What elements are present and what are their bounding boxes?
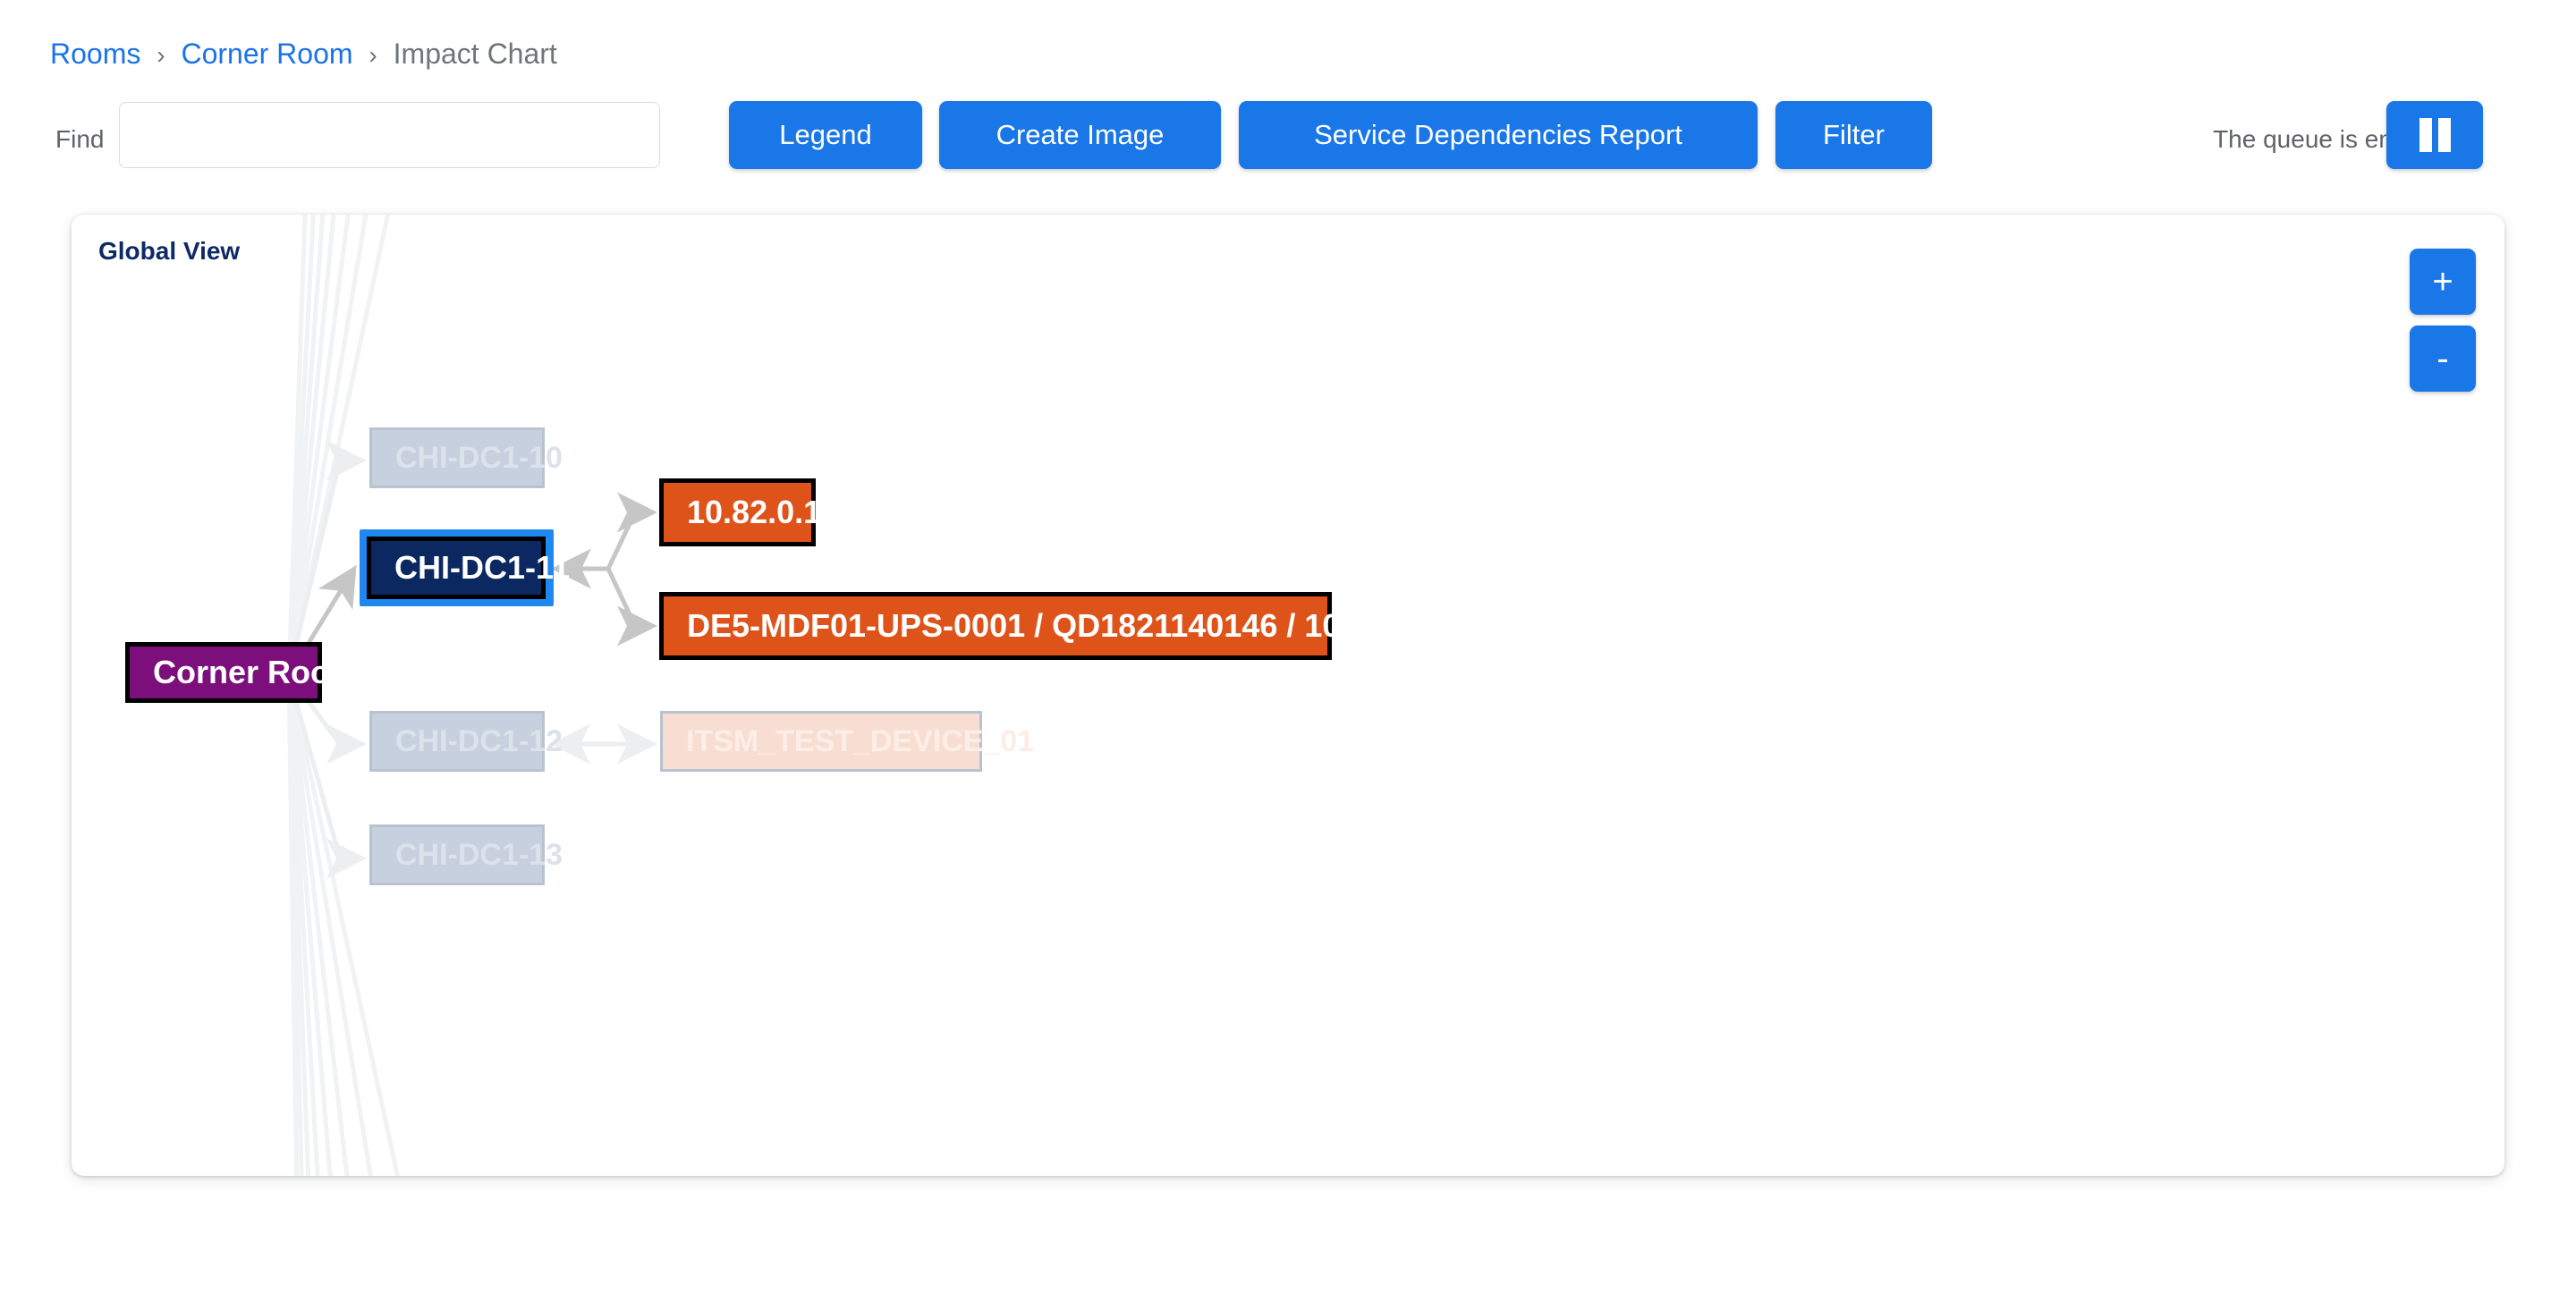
- graph-node-label: DE5-MDF01-UPS-0001 / QD1821140146 / 10.4…: [687, 607, 1511, 644]
- graph-node-corner-room[interactable]: Corner Room: [125, 642, 359, 703]
- background-edge-fan: [286, 215, 400, 1176]
- breadcrumb-separator: ›: [157, 41, 165, 69]
- edge-layer: [250, 215, 657, 1176]
- legend-button[interactable]: Legend: [729, 101, 922, 169]
- impact-chart-canvas[interactable]: Global View + -: [72, 215, 2504, 1176]
- graph-node-ups-de5[interactable]: DE5-MDF01-UPS-0001 / QD1821140146 / 10.4…: [659, 592, 1511, 660]
- graph-node-itsm-test-device[interactable]: ITSM_TEST_DEVICE_01: [660, 711, 1034, 772]
- edge-chi-dc1-11-to-ip: [551, 492, 657, 589]
- create-image-button[interactable]: Create Image: [939, 101, 1221, 169]
- pause-queue-button[interactable]: [2386, 101, 2483, 169]
- graph-node-label: 10.82.0.12: [687, 494, 840, 530]
- zoom-in-button[interactable]: +: [2410, 249, 2476, 315]
- zoom-out-button[interactable]: -: [2410, 326, 2476, 392]
- graph-node-label: CHI-DC1-10: [395, 440, 564, 475]
- breadcrumb-item-rooms[interactable]: Rooms: [50, 38, 141, 70]
- pause-icon: [2437, 118, 2451, 152]
- graph-node-chi-dc1-11[interactable]: CHI-DC1-11: [367, 537, 570, 599]
- graph-node-chi-dc1-13[interactable]: CHI-DC1-13: [369, 824, 563, 885]
- graph-node-label: CHI-DC1-12: [395, 723, 564, 758]
- filter-button[interactable]: Filter: [1775, 101, 1932, 169]
- graph-node-label: ITSM_TEST_DEVICE_01: [686, 723, 1035, 758]
- breadcrumb-separator: ›: [369, 41, 377, 69]
- edge-chi-dc1-11-to-ups: [606, 567, 657, 647]
- graph-node-label: Corner Room: [153, 654, 360, 690]
- breadcrumb-item-corner-room[interactable]: Corner Room: [181, 38, 353, 70]
- service-dependencies-report-button[interactable]: Service Dependencies Report: [1239, 101, 1758, 169]
- breadcrumb-item-impact-chart: Impact Chart: [393, 38, 557, 70]
- edge-room-to-chi-dc1-10: [286, 440, 367, 676]
- find-label: Find: [55, 125, 105, 153]
- breadcrumb: Rooms › Corner Room › Impact Chart: [50, 38, 557, 72]
- pause-icon: [2419, 118, 2432, 152]
- graph-node-ip-10-82-0-12[interactable]: 10.82.0.12: [659, 478, 839, 546]
- graph-node-chi-dc1-12[interactable]: CHI-DC1-12: [369, 711, 563, 772]
- graph-node-label: CHI-DC1-11: [394, 549, 571, 586]
- search-input[interactable]: [119, 102, 660, 168]
- graph-node-label: CHI-DC1-13: [395, 837, 564, 872]
- page-title: Global View: [98, 237, 241, 265]
- graph-node-chi-dc1-10[interactable]: CHI-DC1-10: [369, 427, 563, 488]
- edge-room-to-chi-dc1-13: [286, 674, 367, 879]
